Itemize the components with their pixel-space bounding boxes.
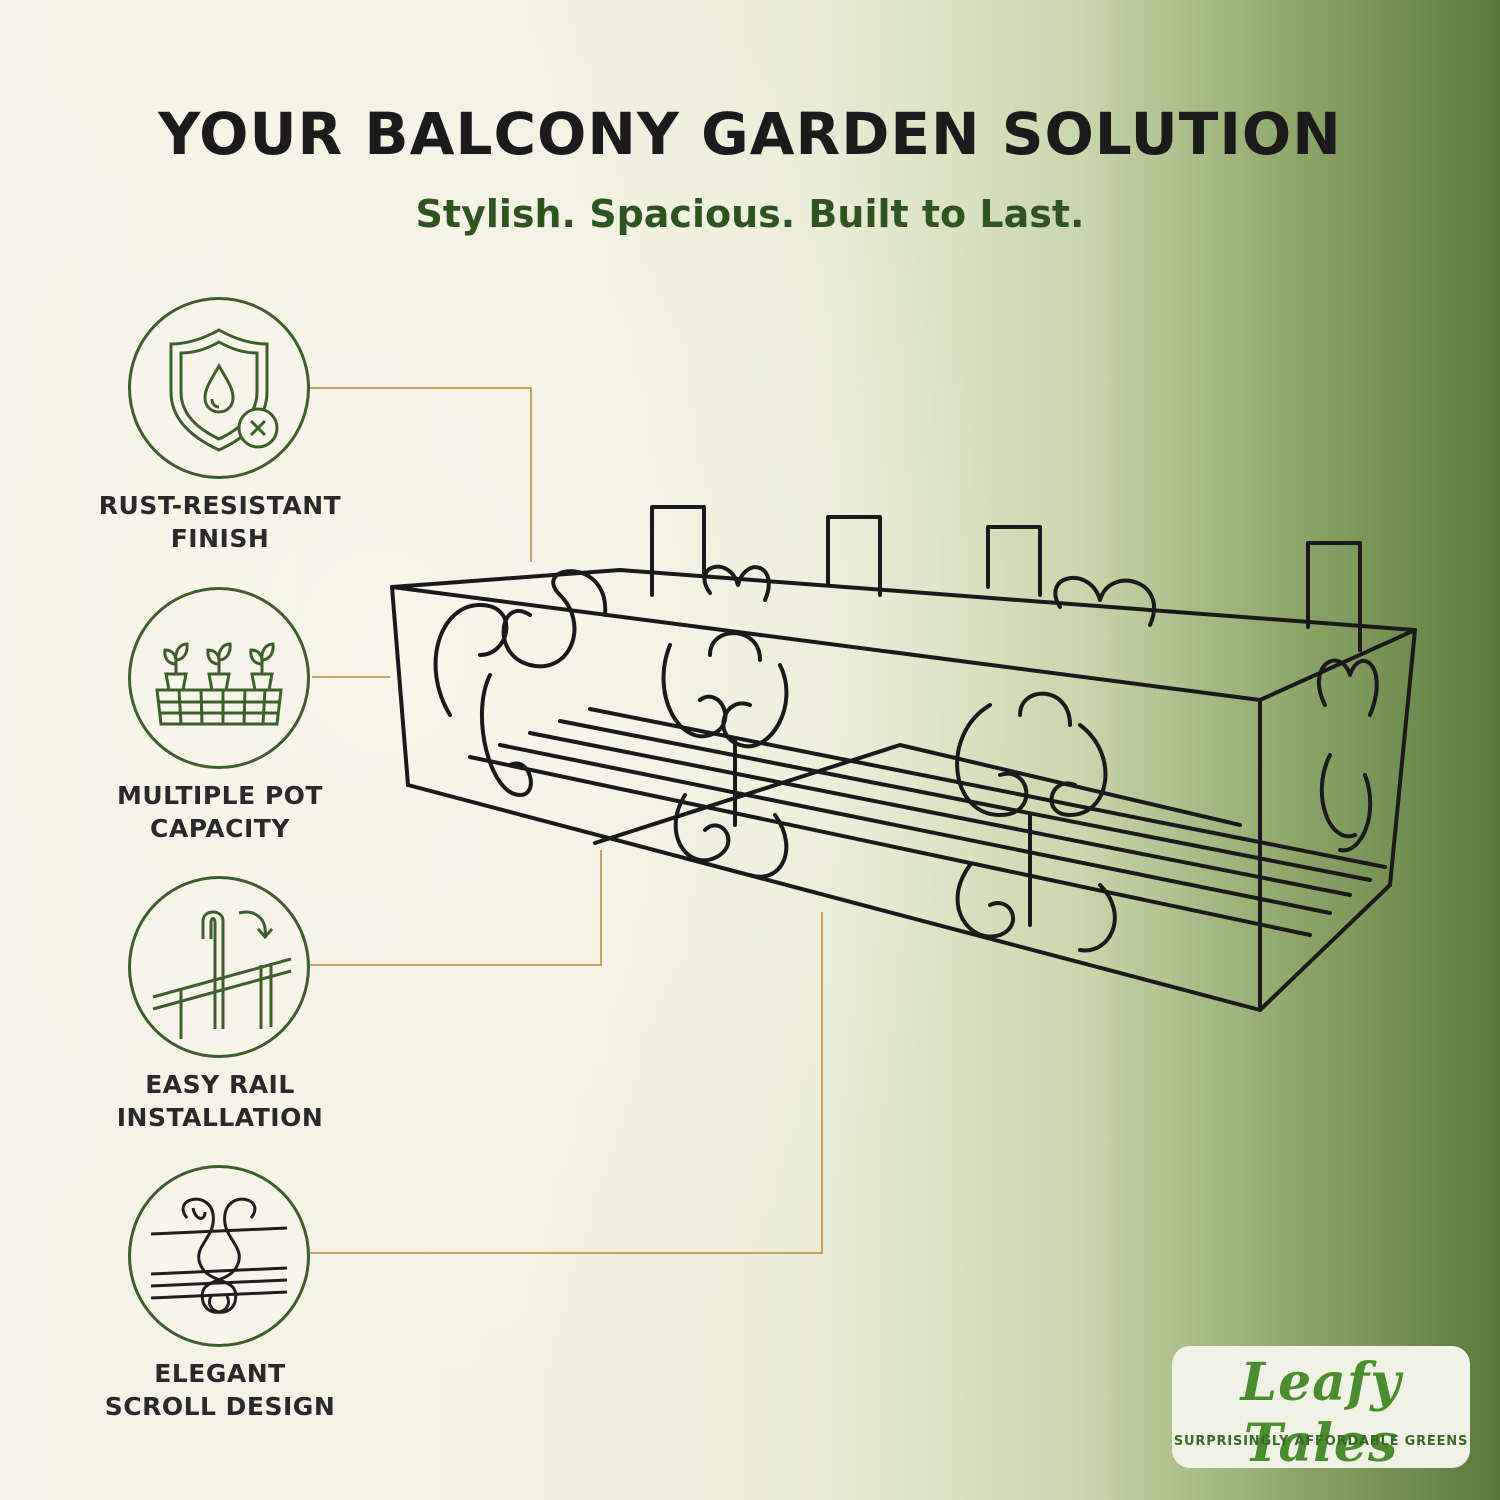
- feature-label-install: EASY RAIL INSTALLATION: [116, 1070, 324, 1132]
- feature-label-capacity: MULTIPLE POT CAPACITY: [117, 781, 323, 843]
- feature-label-rust: RUST-RESISTANT FINISH: [98, 491, 342, 553]
- leader-line-scroll: [310, 912, 823, 1254]
- rust-resistant-badge: [128, 297, 310, 479]
- rail-installation-badge: [128, 876, 310, 1058]
- brand-logo: Leafy Tales SURPRISINGLY AFFORDABLE GREE…: [1172, 1346, 1470, 1474]
- scroll-pattern-icon: [150, 1197, 288, 1314]
- scroll-design-badge: [128, 1165, 310, 1347]
- feature-label-scroll: ELEGANT SCROLL DESIGN: [104, 1359, 336, 1421]
- brand-wordmark: Leafy Tales: [1240, 1352, 1402, 1474]
- page-subtitle: Stylish. Spacious. Built to Last.: [415, 192, 1085, 236]
- leader-line-capacity: [312, 676, 390, 678]
- balcony-planter-basket-image: [390, 505, 1417, 1012]
- brand-tagline: SURPRISINGLY AFFORDABLE GREENS: [1173, 1434, 1469, 1449]
- leader-line-install: [310, 850, 602, 966]
- rail-hook-icon: [152, 910, 292, 1039]
- leader-line-rust: [310, 387, 532, 562]
- page-title: YOUR BALCONY GARDEN SOLUTION: [158, 100, 1342, 168]
- rust-resistant-shield-icon: [169, 328, 279, 452]
- plant-pots-basket-icon: [155, 642, 283, 726]
- pot-capacity-badge: [128, 587, 310, 769]
